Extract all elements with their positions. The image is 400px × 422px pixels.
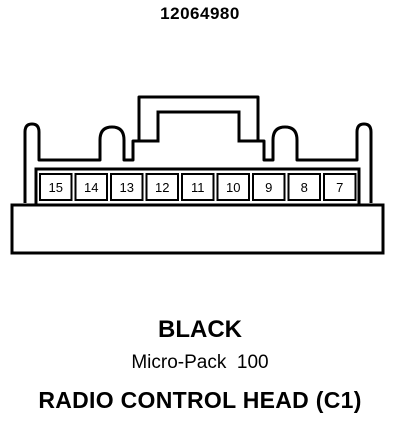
pin-number-14: 14 xyxy=(84,180,98,195)
pin-cavity-11 xyxy=(181,173,215,201)
pin-cavity-7 xyxy=(323,173,357,201)
pin-number-12: 12 xyxy=(155,180,169,195)
pin-cavity-13 xyxy=(110,173,144,201)
connector-color-label: BLACK xyxy=(158,316,242,343)
connector-body xyxy=(10,203,385,255)
pin-cavity-14 xyxy=(74,173,108,201)
pin-cavity-9 xyxy=(252,173,286,201)
pin-number-10: 10 xyxy=(226,180,240,195)
pin-number-8: 8 xyxy=(301,180,308,195)
connector-housing-outline xyxy=(23,95,373,203)
pin-cavities: 15 14 13 12 11 10 9 8 7 xyxy=(39,173,357,201)
pin-cavity-15 xyxy=(39,173,73,201)
pin-cavity-8 xyxy=(287,173,321,201)
pin-number-13: 13 xyxy=(120,180,134,195)
pin-number-9: 9 xyxy=(265,180,272,195)
latch-notch xyxy=(139,110,258,143)
component-title: RADIO CONTROL HEAD (C1) xyxy=(38,387,362,413)
pin-number-11: 11 xyxy=(191,180,205,195)
part-number: 12064980 xyxy=(160,4,240,23)
pin-cavity-10 xyxy=(216,173,250,201)
pin-cavity-12 xyxy=(145,173,179,201)
pin-number-7: 7 xyxy=(336,180,343,195)
pin-number-15: 15 xyxy=(49,180,63,195)
connector-type-label: Micro-Pack 100 xyxy=(131,352,269,373)
